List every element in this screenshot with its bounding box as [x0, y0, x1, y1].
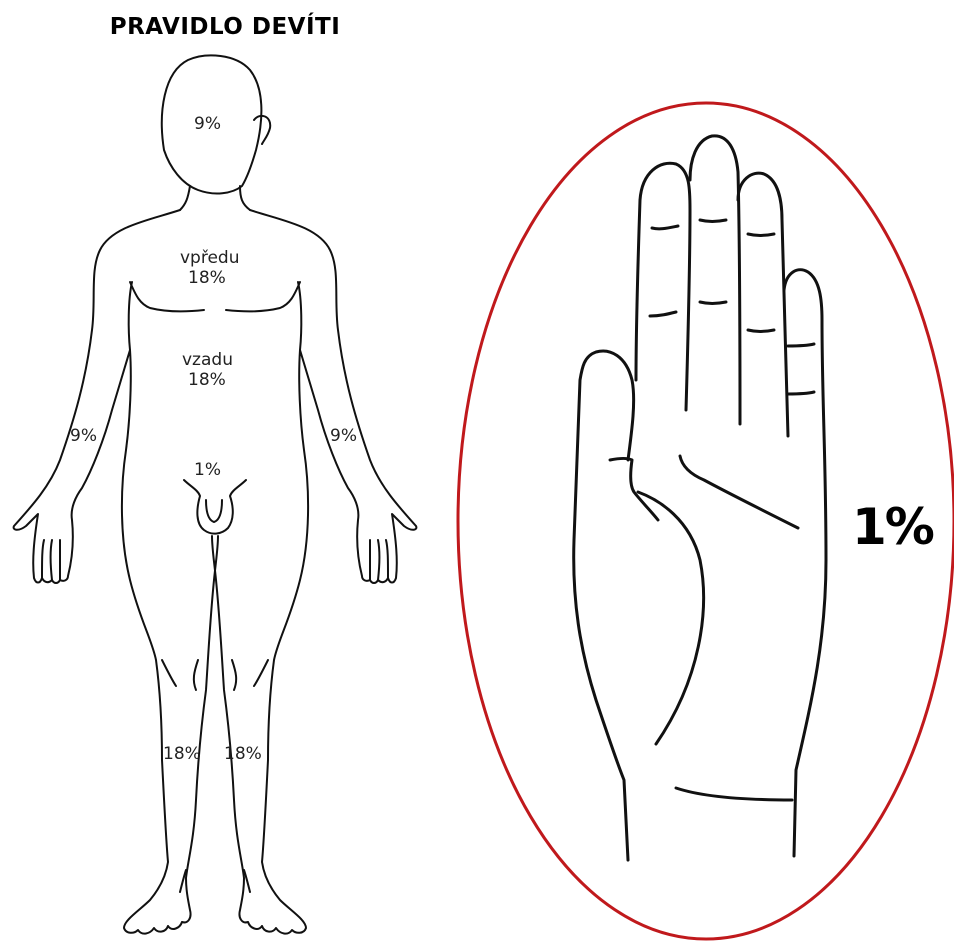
left-inner-arm: [129, 282, 132, 350]
back-torso-percent: 18%: [188, 370, 226, 390]
left-knee: [162, 660, 198, 690]
neck-left: [180, 186, 190, 210]
front-torso-percent: 18%: [188, 268, 226, 288]
left-leg-label: 18%: [163, 744, 201, 764]
palm-line-life: [638, 492, 704, 744]
left-side-outline: [14, 210, 218, 934]
right-arm-label: 9%: [330, 426, 357, 446]
chest-right: [226, 282, 300, 311]
front-torso-name: vpředu: [180, 248, 240, 268]
genital-outline: [184, 480, 246, 534]
palm-thumb: [574, 351, 634, 860]
palm-pinky: [784, 270, 826, 856]
left-hand-fingers: [42, 540, 60, 580]
right-leg-label: 18%: [224, 744, 262, 764]
palm-index-finger: [636, 163, 690, 410]
left-arm-label: 9%: [70, 426, 97, 446]
palm-ring-finger: [738, 173, 788, 436]
palm-thumb-base: [610, 459, 658, 521]
right-hand-fingers: [370, 540, 388, 580]
diagram-title: PRAVIDLO DEVÍTI: [90, 14, 360, 40]
right-side-outline: [212, 210, 416, 934]
palm-creases: [650, 220, 814, 394]
palm-percent-label: 1%: [852, 498, 933, 556]
right-knee: [232, 660, 268, 690]
palm-wrist: [676, 788, 792, 800]
palm-line-heart: [680, 456, 798, 528]
genital-label: 1%: [194, 460, 221, 480]
palm-middle-finger: [690, 136, 740, 424]
body-figure: [14, 55, 417, 933]
back-torso-name: vzadu: [182, 350, 233, 370]
head-label: 9%: [194, 114, 221, 134]
right-inner-arm: [298, 282, 301, 350]
genital-inner: [206, 500, 222, 522]
neck-right: [240, 186, 250, 210]
